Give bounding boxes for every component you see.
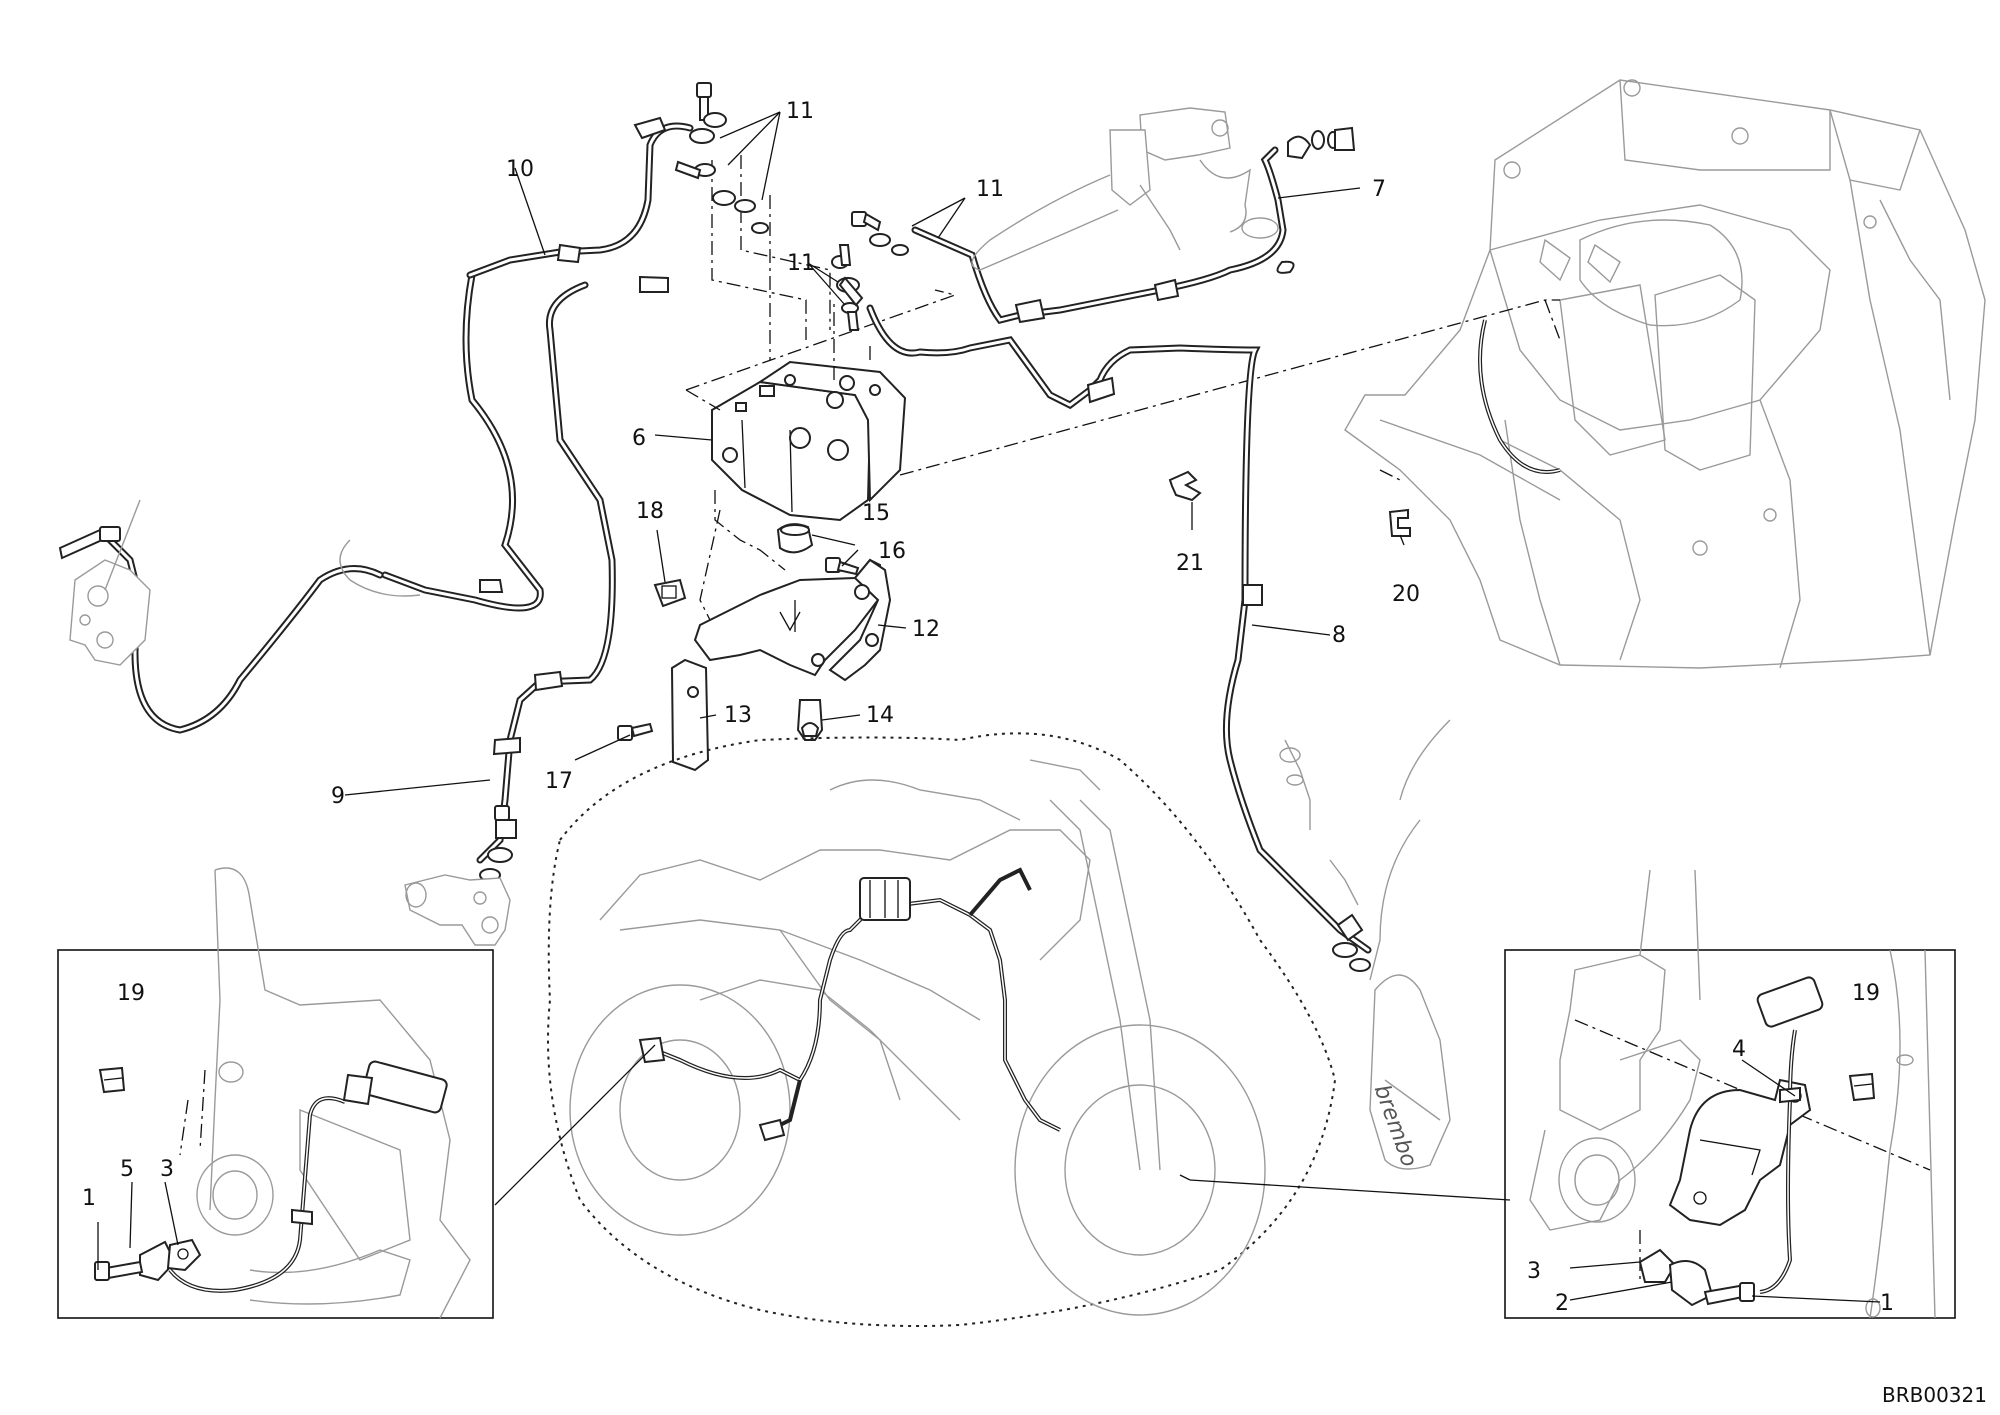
callout-7: 7 (1372, 177, 1386, 202)
callout-8: 8 (1332, 623, 1346, 648)
callout-14: 14 (866, 703, 894, 728)
screw-17 (617, 722, 654, 741)
brake-hose-7 (911, 146, 1295, 324)
abs-bracket (693, 558, 892, 682)
callout-6: 6 (632, 426, 646, 451)
callout-20: 20 (1392, 582, 1420, 607)
airbox-cover (1344, 79, 1986, 669)
callout-11-middle: 11 (787, 251, 815, 276)
clip-21 (1168, 470, 1202, 502)
rubber-mount-14 (796, 699, 824, 741)
grommet-15 (776, 523, 814, 554)
callout-18: 18 (636, 499, 664, 524)
callout-15: 15 (862, 501, 890, 526)
brake-hose-8 (866, 304, 1372, 954)
callout-3-right: 3 (1527, 1259, 1541, 1284)
leader-lines (97, 111, 1881, 1303)
callout-labels: 1 5 3 19 19 4 3 2 1 6 7 8 9 10 11 11 11 … (82, 99, 1987, 1407)
detail-box-rear-speed-sensor (57, 867, 494, 1319)
callout-12: 12 (912, 617, 940, 642)
callout-19-right: 19 (1852, 981, 1880, 1006)
clip-18 (653, 578, 687, 608)
callout-16: 16 (878, 539, 906, 564)
bracket-plate-13 (670, 658, 710, 772)
banjo-fittings (479, 82, 1371, 972)
brake-hose-left-rear (101, 531, 504, 734)
callout-11-right: 11 (976, 177, 1004, 202)
rear-caliper (58, 499, 421, 666)
callout-2: 2 (1555, 1291, 1569, 1316)
callout-19-left: 19 (117, 981, 145, 1006)
callout-9: 9 (331, 784, 345, 809)
callout-21: 21 (1176, 551, 1204, 576)
callout-10: 10 (506, 157, 534, 182)
abs-control-unit (711, 360, 907, 522)
brake-hose-9 (476, 275, 669, 864)
detail-box-front-speed-sensor (1504, 869, 1956, 1319)
motorcycle-overview (547, 732, 1337, 1327)
callout-1-right: 1 (1880, 1291, 1894, 1316)
callout-13: 13 (724, 703, 752, 728)
brake-hose-10 (381, 116, 694, 612)
callout-1-left: 1 (82, 1186, 96, 1211)
clip-20 (1388, 508, 1411, 537)
rear-master-cylinder (404, 874, 511, 946)
callout-11-top: 11 (786, 99, 814, 124)
callout-17: 17 (545, 769, 573, 794)
callout-4: 4 (1732, 1037, 1746, 1062)
front-master-cylinder (971, 107, 1279, 271)
callout-3-left: 3 (160, 1157, 174, 1182)
callout-5: 5 (120, 1157, 134, 1182)
assembly-guides (685, 155, 1561, 641)
front-caliper: brembo (1279, 719, 1451, 1170)
drawing-code: BRB00321 (1882, 1383, 1987, 1407)
